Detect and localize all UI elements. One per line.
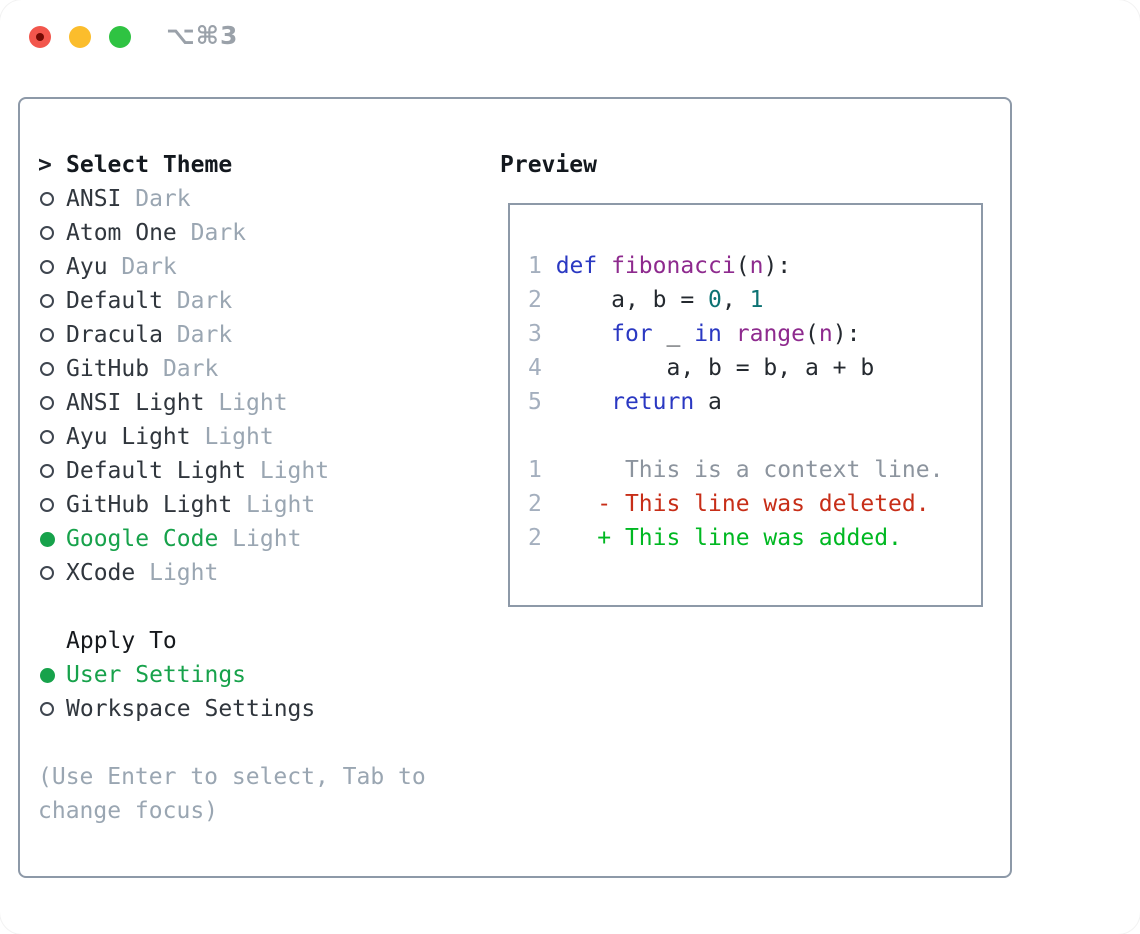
code-line-1: 1 def fibonacci(n): <box>528 253 792 279</box>
line-number: 2 <box>528 525 556 551</box>
theme-option-label: ANSI <box>66 186 122 212</box>
theme-option-tag: Dark <box>162 288 233 314</box>
theme-option-tag: Light <box>204 390 288 416</box>
apply-option-workspace-settings[interactable]: Workspace Settings <box>38 692 426 726</box>
theme-option-label: Ayu <box>66 254 108 280</box>
preview-box: 1 def fibonacci(n): 2 a, b = 0, 1 3 for _ … <box>508 203 983 607</box>
theme-option-tag: Light <box>135 560 219 586</box>
theme-option-github-light[interactable]: GitHub Light Light <box>38 488 426 522</box>
theme-option-label: Dracula <box>66 322 163 348</box>
code-preview: 1 def fibonacci(n): 2 a, b = 0, 1 3 for _ … <box>510 205 981 605</box>
theme-option-label: Atom One <box>66 220 177 246</box>
theme-option-tag: Light <box>190 424 274 450</box>
radio-unselected-icon <box>38 284 66 318</box>
radio-unselected-icon <box>38 556 66 590</box>
line-number: 4 <box>528 355 556 381</box>
theme-option-label: Google Code <box>66 526 219 552</box>
radio-unselected-icon <box>38 386 66 420</box>
theme-option-tag: Dark <box>176 220 247 246</box>
theme-option-tag: Dark <box>121 186 191 212</box>
selection-arrow-icon: > <box>38 152 52 178</box>
theme-option-tag: Dark <box>162 322 233 348</box>
theme-option-label: XCode <box>66 560 136 586</box>
apply-to-title: Apply To <box>66 628 177 654</box>
line-number: 2 <box>528 287 556 313</box>
theme-option-tag: Light <box>232 492 316 518</box>
radio-unselected-icon <box>38 454 66 488</box>
theme-option-ayu[interactable]: Ayu Dark <box>38 250 426 284</box>
radio-unselected-icon <box>38 318 66 352</box>
theme-option-tag: Dark <box>107 254 177 280</box>
apply-option-user-settings[interactable]: User Settings <box>38 658 426 692</box>
theme-option-label: Default <box>66 288 163 314</box>
theme-option-ayu-light[interactable]: Ayu Light Light <box>38 420 426 454</box>
apply-option-label: Workspace Settings <box>66 696 316 722</box>
diff-line-3: 2 + This line was added. <box>528 525 902 551</box>
radio-unselected-icon <box>38 182 66 216</box>
help-text-line-2: change focus) <box>38 798 219 824</box>
zoom-button[interactable] <box>109 26 131 48</box>
preview-title: Preview <box>500 152 597 178</box>
window-shortcut-label: ⌥⌘3 <box>166 21 239 50</box>
theme-option-atom-one[interactable]: Atom One Dark <box>38 216 426 250</box>
theme-option-label: Ayu Light <box>66 424 191 450</box>
theme-option-google-code[interactable]: Google Code Light <box>38 522 426 556</box>
select-theme-title: Select Theme <box>66 152 233 178</box>
theme-option-tag: Light <box>246 458 330 484</box>
apply-option-label: User Settings <box>66 662 247 688</box>
close-button[interactable] <box>29 26 51 48</box>
diff-line-1: 1 This is a context line. <box>528 457 944 483</box>
apply-to-header: Apply To <box>38 624 426 658</box>
select-theme-header: > Select Theme <box>38 148 426 182</box>
radio-unselected-icon <box>38 352 66 386</box>
theme-option-ansi[interactable]: ANSI Dark <box>38 182 426 216</box>
line-number: 1 <box>528 253 556 279</box>
theme-option-label: GitHub Light <box>66 492 233 518</box>
theme-option-xcode[interactable]: XCode Light <box>38 556 426 590</box>
theme-option-label: ANSI Light <box>66 390 205 416</box>
theme-option-tag: Dark <box>149 356 219 382</box>
code-blank-line <box>528 419 981 453</box>
theme-option-default[interactable]: Default Dark <box>38 284 426 318</box>
theme-option-default-light[interactable]: Default Light Light <box>38 454 426 488</box>
code-line-5: 5 return a <box>528 389 722 415</box>
code-line-3: 3 for _ in range(n): <box>528 321 861 347</box>
radio-selected-icon <box>38 522 66 556</box>
theme-option-github[interactable]: GitHub Dark <box>38 352 426 386</box>
line-number: 3 <box>528 321 556 347</box>
line-number: 2 <box>528 491 556 517</box>
radio-selected-icon <box>38 658 66 692</box>
line-number: 5 <box>528 389 556 415</box>
diff-line-2: 2 - This line was deleted. <box>528 491 930 517</box>
theme-option-dracula[interactable]: Dracula Dark <box>38 318 426 352</box>
theme-option-ansi-light[interactable]: ANSI Light Light <box>38 386 426 420</box>
radio-unselected-icon <box>38 692 66 726</box>
help-text-line-1: (Use Enter to select, Tab to <box>38 764 426 790</box>
theme-option-label: GitHub <box>66 356 150 382</box>
radio-unselected-icon <box>38 420 66 454</box>
code-line-2: 2 a, b = 0, 1 <box>528 287 764 313</box>
radio-unselected-icon <box>38 250 66 284</box>
code-line-4: 4 a, b = b, a + b <box>528 355 875 381</box>
line-number: 1 <box>528 457 556 483</box>
radio-unselected-icon <box>38 488 66 522</box>
radio-unselected-icon <box>38 216 66 250</box>
theme-option-tag: Light <box>218 526 302 552</box>
theme-option-label: Default Light <box>66 458 247 484</box>
minimize-button[interactable] <box>69 26 91 48</box>
